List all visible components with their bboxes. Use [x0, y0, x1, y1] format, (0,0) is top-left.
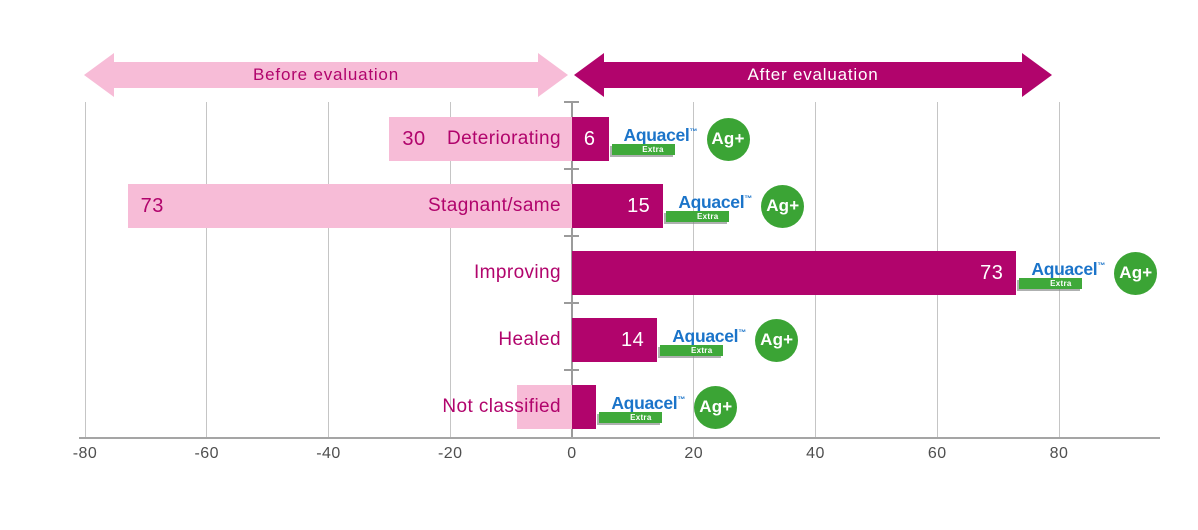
extra-label: Extra [690, 346, 713, 356]
before-evaluation-arrow-label: Before evaluation [112, 62, 540, 88]
aquacel-wordmark: Aquacel™ [611, 392, 686, 413]
extra-label: Extra [1050, 279, 1072, 289]
before-bar [389, 117, 572, 161]
x-tick-label: 20 [684, 445, 704, 462]
after-bar [572, 184, 664, 228]
x-tick-label: -40 [316, 445, 341, 462]
x-tick-label: 80 [1049, 445, 1069, 462]
trademark-symbol: ™ [744, 193, 753, 203]
axis-tick [564, 235, 579, 237]
aquacel-wordmark: Aquacel™ [672, 325, 747, 346]
ag-plus-badge: Ag+ [694, 385, 738, 429]
x-tick-label: 60 [927, 445, 947, 462]
trademark-symbol: ™ [689, 126, 698, 136]
gridline [1058, 102, 1060, 438]
aquacel-extra-tag: Extra [666, 211, 730, 223]
x-tick-label: -60 [194, 445, 220, 462]
arrow-left-icon [84, 53, 114, 97]
after-bar [572, 251, 1017, 295]
aquacel-extra-tag: Extra [1019, 278, 1083, 290]
ag-plus-badge: Ag+ [755, 318, 799, 362]
after-bar [572, 318, 658, 362]
extra-label: Extra [642, 145, 664, 155]
x-tick-label: -20 [437, 445, 463, 462]
axis-tick [564, 101, 579, 103]
trademark-symbol: ™ [677, 394, 686, 404]
extra-label: Extra [630, 413, 652, 423]
gridline [328, 102, 329, 438]
ag-plus-badge: Ag+ [761, 184, 805, 228]
arrow-right-icon [1022, 53, 1052, 97]
ag-plus-badge: Ag+ [706, 117, 750, 161]
gridline [449, 102, 451, 438]
before-bar [127, 184, 572, 228]
x-tick-label: 0 [567, 445, 577, 462]
x-tick-label: 40 [806, 445, 825, 462]
aquacel-wordmark: Aquacel™ [678, 191, 753, 212]
trademark-symbol: ™ [1097, 260, 1106, 270]
extra-label: Extra [697, 212, 719, 222]
axis-tick [564, 369, 579, 371]
axis-tick [564, 302, 579, 304]
after-evaluation-arrow-label: After evaluation [602, 62, 1024, 88]
gridline [84, 102, 86, 438]
axis-tick [564, 168, 579, 170]
after-bar [572, 117, 609, 161]
arrow-left-icon [574, 53, 604, 97]
aquacel-extra-tag: Extra [660, 345, 724, 357]
before-evaluation-arrow: Before evaluation [84, 53, 568, 97]
ag-plus-badge: Ag+ [1114, 251, 1158, 295]
aquacel-wordmark: Aquacel™ [1031, 258, 1106, 279]
x-axis [79, 437, 1160, 439]
arrow-right-icon [538, 53, 568, 97]
aquacel-wordmark: Aquacel™ [623, 124, 698, 145]
trademark-symbol: ™ [738, 327, 747, 337]
after-evaluation-arrow: After evaluation [574, 53, 1052, 97]
gridline [206, 102, 208, 438]
before-bar [517, 385, 572, 429]
aquacel-extra-tag: Extra [599, 412, 663, 424]
after-bar [572, 385, 597, 429]
x-tick-label: -80 [72, 445, 98, 462]
aquacel-extra-tag: Extra [611, 144, 675, 156]
